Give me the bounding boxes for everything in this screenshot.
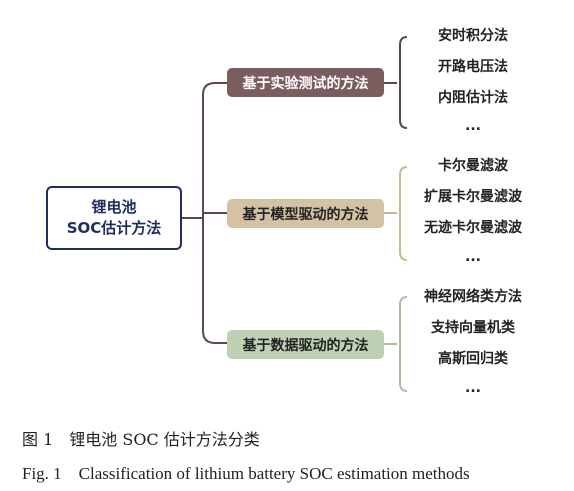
leaf-item: 内阻估计法 [438, 90, 508, 106]
data-bracket [384, 296, 408, 392]
leaf-item: 扩展卡尔曼滤波 [424, 189, 522, 205]
root-line1: 锂电池 [91, 198, 137, 216]
root-line2: SOC估计方法 [66, 219, 162, 237]
leaf-ellipsis: ... [465, 380, 481, 396]
root-node: 锂电池 SOC估计方法 [46, 186, 182, 250]
category-data-driven: 基于数据驱动的方法 [227, 330, 384, 359]
exp-bracket [384, 36, 408, 129]
leaf-item: 高斯回归类 [438, 351, 508, 367]
figure-caption-en: Fig. 1 Classification of lithium battery… [22, 464, 470, 483]
root-bracket [182, 82, 227, 344]
leaf-item: 神经网络类方法 [424, 289, 522, 305]
category-model-driven: 基于模型驱动的方法 [227, 199, 384, 228]
model-bracket [384, 166, 408, 261]
category-experimental: 基于实验测试的方法 [227, 68, 384, 97]
leaf-item: 安时积分法 [438, 28, 508, 44]
leaf-ellipsis: ... [465, 118, 481, 134]
leaf-item: 卡尔曼滤波 [438, 158, 508, 174]
leaf-item: 支持向量机类 [431, 320, 515, 336]
leaf-item: 无迹卡尔曼滤波 [424, 220, 522, 236]
leaf-item: 开路电压法 [438, 59, 508, 75]
figure-caption-zh: 图 1 锂电池 SOC 估计方法分类 [22, 430, 260, 449]
leaf-ellipsis: ... [465, 249, 481, 265]
